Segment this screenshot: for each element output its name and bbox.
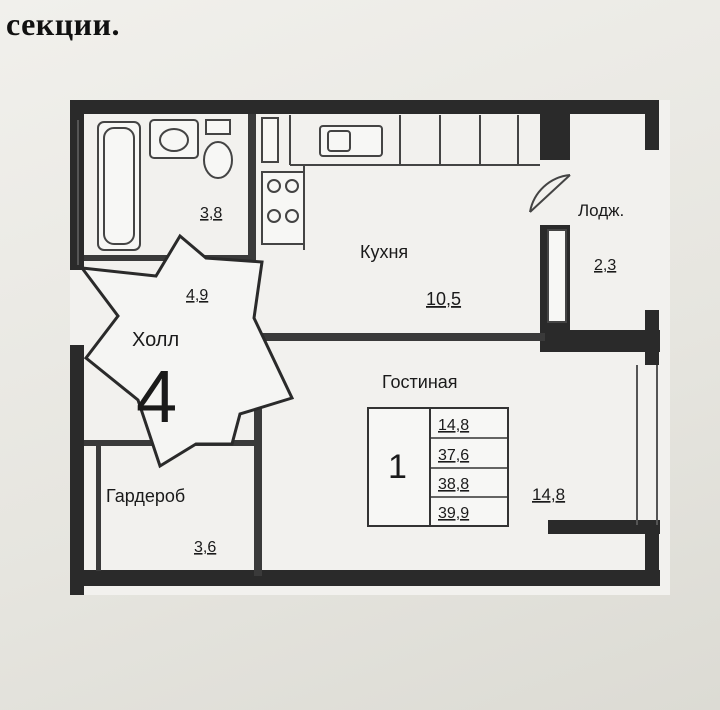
loggia-name: Лодж.	[578, 201, 624, 220]
burner-2	[285, 179, 299, 193]
rooms-count: 1	[388, 448, 407, 486]
hall-star-marker	[78, 233, 295, 469]
loggia-pier-top	[540, 100, 570, 160]
apartment-area-3: 38,8	[438, 476, 469, 493]
apartment-area-2: 37,6	[438, 447, 469, 464]
burner-1	[267, 179, 281, 193]
loggia-door-swing	[529, 174, 571, 213]
living-left-wall	[254, 341, 262, 576]
sink-bowl	[159, 128, 189, 152]
hall-wc-area: 4,9	[186, 287, 208, 304]
wardrobe-area: 3,6	[194, 539, 216, 556]
kitchen-living-wall	[255, 333, 545, 341]
bottom-wall	[70, 570, 660, 586]
hall-number: 4	[136, 355, 177, 438]
windows	[77, 120, 658, 525]
bathroom-right-wall	[248, 114, 256, 261]
kitchen-column	[261, 117, 279, 163]
kitchen-name: Кухня	[360, 242, 408, 262]
apartment-area-4: 39,9	[438, 505, 469, 522]
kitchen-fixtures	[261, 115, 540, 250]
burner-4	[285, 209, 299, 223]
top-wall	[70, 100, 645, 114]
toilet-tank	[205, 119, 231, 135]
loggia-door-leaf	[529, 174, 571, 213]
info-table-frame	[367, 407, 509, 527]
loggia-door	[529, 174, 571, 323]
section-heading: секции.	[6, 6, 121, 42]
loggia-bottom-wall	[540, 330, 660, 352]
right-wall-bottom	[645, 525, 659, 586]
apartment-area-1: 14,8	[438, 417, 469, 434]
kitchen-area: 10,5	[426, 289, 461, 309]
kitchen-sink-bowl	[327, 130, 351, 152]
bathroom-area: 3,8	[200, 205, 222, 222]
bathroom-fixtures	[97, 119, 233, 251]
loggia-area: 2,3	[594, 257, 616, 274]
right-wall-top	[645, 100, 659, 150]
wardrobe-name: Гардероб	[106, 486, 185, 506]
living-area: 14,8	[532, 485, 565, 504]
left-wall-lower	[70, 345, 84, 595]
outer-walls	[70, 100, 660, 595]
living-name: Гостиная	[382, 372, 458, 392]
apartment-info-table	[367, 407, 509, 527]
toilet	[203, 141, 233, 179]
loggia-glazing	[547, 229, 567, 323]
bathtub-inner	[103, 127, 135, 245]
hall-name: Холл	[132, 329, 179, 351]
wardrobe-left-wall	[96, 446, 101, 571]
burner-3	[267, 209, 281, 223]
corner-pier	[548, 520, 660, 534]
